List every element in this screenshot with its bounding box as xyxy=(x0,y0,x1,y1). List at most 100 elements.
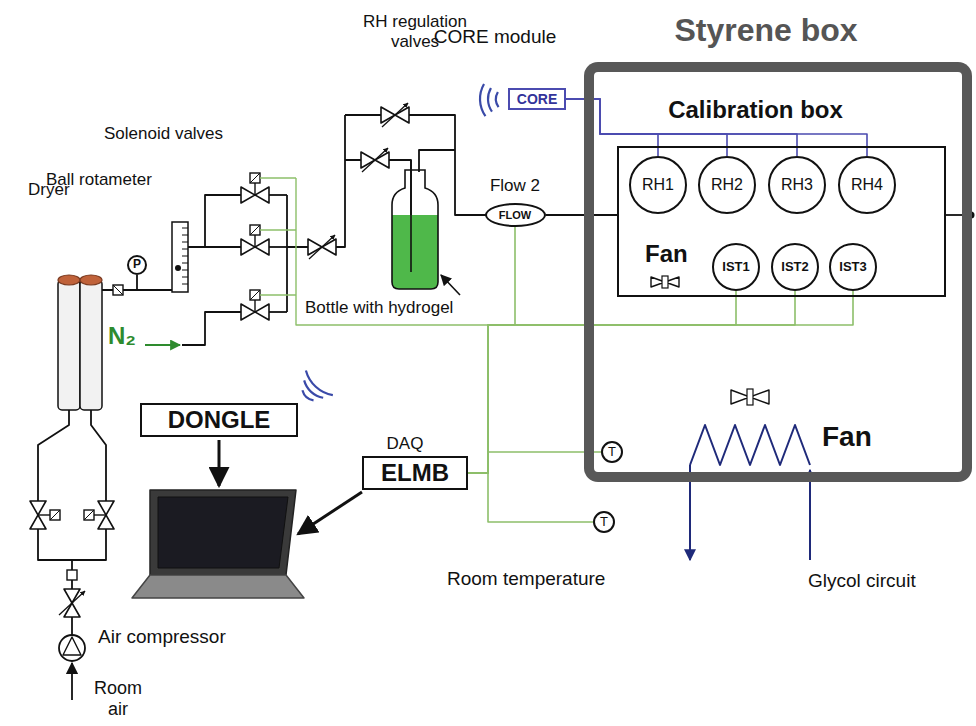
solenoid-mark xyxy=(50,510,60,520)
adjust-arrow xyxy=(382,103,408,127)
solenoid-actuator xyxy=(50,510,60,520)
connector xyxy=(468,452,601,473)
node-heading: Calibration box xyxy=(668,96,843,124)
valve-stem xyxy=(38,514,50,515)
part-label: Bottle with hydrogel xyxy=(305,298,453,318)
rotameter-ball xyxy=(175,265,181,271)
rotameter-tick xyxy=(182,263,188,264)
flow-meter: Flow 2FLOW xyxy=(485,203,546,227)
connector xyxy=(546,214,618,216)
wireless-signal xyxy=(488,88,492,112)
bottle-fill xyxy=(392,215,438,289)
air-pipe xyxy=(205,195,241,247)
wireless-signal xyxy=(496,92,499,107)
connector xyxy=(468,473,593,522)
nitrogen-pipe xyxy=(182,312,241,345)
adjust-arrow xyxy=(362,148,388,172)
intake-arrow xyxy=(71,663,73,700)
solenoid-mark xyxy=(250,225,260,235)
fan-symbol xyxy=(731,390,769,404)
node-heading: Styrene box xyxy=(674,12,857,49)
humidity-sensor: RH4 xyxy=(838,156,896,214)
valve-stem xyxy=(254,300,255,312)
air-pipe xyxy=(269,311,287,313)
wireless-signal xyxy=(306,371,333,396)
temperature-sensor: T xyxy=(593,511,615,533)
node-label: RH2 xyxy=(711,176,743,194)
node-label: RH1 xyxy=(642,176,674,194)
humidity-sensor: RH1 xyxy=(629,156,687,214)
rotameter-tick xyxy=(182,249,188,250)
rotameter-body xyxy=(172,222,188,292)
node-label: IST1 xyxy=(722,260,749,275)
part-label: Solenoid valves xyxy=(104,124,223,144)
fan-hub xyxy=(662,276,668,288)
air-pipe xyxy=(419,150,455,172)
styrene-box: Styrene boxCalibration boxRH1RH2RH3RH4IS… xyxy=(584,62,972,482)
fan-hub xyxy=(747,389,753,405)
valve-stem xyxy=(254,235,255,247)
part-label: Room air xyxy=(88,678,148,720)
wireless-signal xyxy=(480,84,485,116)
dryer-column xyxy=(58,280,80,410)
rotameter-tick xyxy=(182,242,188,243)
solenoid-mark xyxy=(84,510,94,520)
adjust-arrow xyxy=(309,235,335,259)
solenoid-actuator xyxy=(250,290,260,300)
filter-mark xyxy=(113,285,123,295)
control-wire xyxy=(260,294,296,295)
air-pipe xyxy=(188,246,241,248)
dryer-column xyxy=(80,280,102,410)
rotameter-tick xyxy=(182,235,188,236)
rotameter-tick xyxy=(182,277,188,278)
part-label: Dryer xyxy=(28,180,70,200)
filter-symbol xyxy=(113,285,123,295)
part-label: Room temperature xyxy=(447,568,605,590)
leader-arrow xyxy=(441,275,460,295)
part-label: Air compressor xyxy=(98,626,226,648)
connector xyxy=(468,291,853,473)
rotameter-tick xyxy=(182,284,188,285)
calibration-box: Calibration boxRH1RH2RH3RH4IST1IST2IST3 xyxy=(617,146,946,297)
node-label: RH3 xyxy=(781,176,813,194)
dryer-cap xyxy=(58,275,80,285)
daq-box: DAQELMB xyxy=(362,456,468,490)
valve-stem xyxy=(254,183,255,195)
data-arrow xyxy=(218,440,221,486)
rotameter-tick xyxy=(182,228,188,229)
heat-exchanger xyxy=(690,425,810,465)
compressor-symbol xyxy=(59,635,85,661)
dongle-box: DONGLE xyxy=(140,403,298,437)
node-heading: DAQ xyxy=(387,434,424,454)
gauge-pipe xyxy=(136,275,138,290)
air-pipe xyxy=(269,194,287,196)
temperature-sensor: IST3 xyxy=(829,243,877,291)
rotameter-tick xyxy=(182,270,188,271)
solenoid-actuator xyxy=(250,173,260,183)
part-label: Glycol circuit xyxy=(808,570,916,592)
node-label: DONGLE xyxy=(168,406,271,434)
control-wire xyxy=(260,177,296,178)
part-label: Fan xyxy=(645,240,688,268)
air-pipe xyxy=(38,410,72,560)
part-label: Fan xyxy=(822,420,872,453)
node-label: T xyxy=(608,445,616,460)
control-wire xyxy=(260,229,296,230)
node-heading: Flow 2 xyxy=(490,176,540,196)
bottle-outline xyxy=(392,170,438,289)
air-pipe xyxy=(946,214,971,216)
node-label: FLOW xyxy=(499,209,531,222)
node-label: IST2 xyxy=(781,260,808,275)
dryer-cap xyxy=(80,275,102,285)
part-label: RH regulation valves xyxy=(350,12,480,52)
glycol-pipe xyxy=(809,470,811,560)
connector xyxy=(468,227,515,473)
compressor-mark xyxy=(63,637,81,655)
connector xyxy=(468,291,736,473)
connector xyxy=(566,99,658,156)
laptop-display xyxy=(158,497,288,568)
filter-symbol xyxy=(67,570,77,580)
solenoid-actuator xyxy=(84,510,94,520)
air-pipe xyxy=(269,246,287,248)
node-label: T xyxy=(600,515,608,530)
